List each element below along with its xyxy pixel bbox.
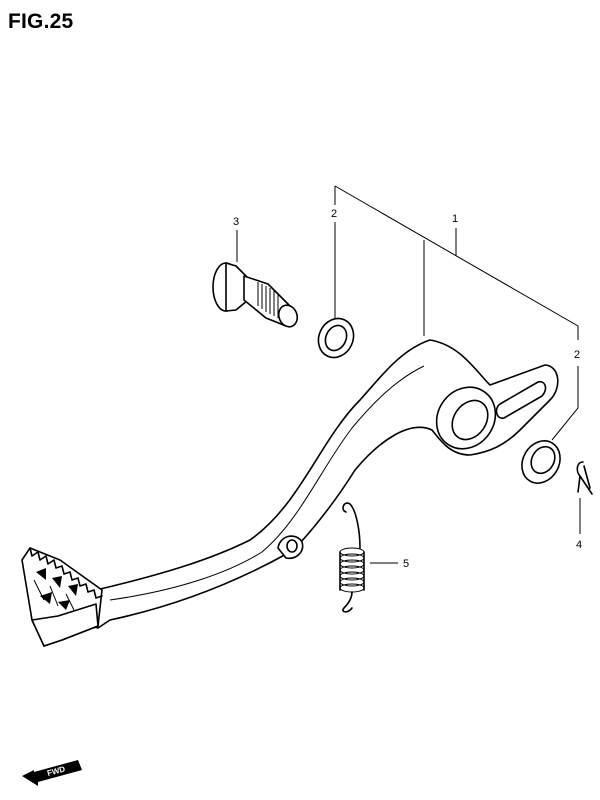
callout-2-lower: 2	[574, 349, 580, 361]
callout-1: 1	[452, 213, 458, 225]
pivot-bolt	[212, 262, 299, 328]
callout-3: 3	[233, 216, 239, 228]
leader-lines	[236, 185, 581, 564]
callout-2-upper: 2	[331, 208, 337, 220]
callout-5: 5	[403, 558, 409, 570]
return-spring	[339, 502, 365, 613]
callout-4: 4	[576, 539, 582, 551]
figure-title: FIG.25	[8, 10, 74, 33]
washer-lower	[521, 440, 561, 484]
callout-labels: 1 2 2 3 4 5	[233, 208, 582, 570]
forward-arrow-icon: FWD	[22, 760, 82, 786]
washer-upper	[317, 317, 355, 359]
pedal-tread	[21, 547, 103, 647]
cotter-pin	[576, 461, 593, 495]
brake-pedal	[43, 339, 559, 629]
